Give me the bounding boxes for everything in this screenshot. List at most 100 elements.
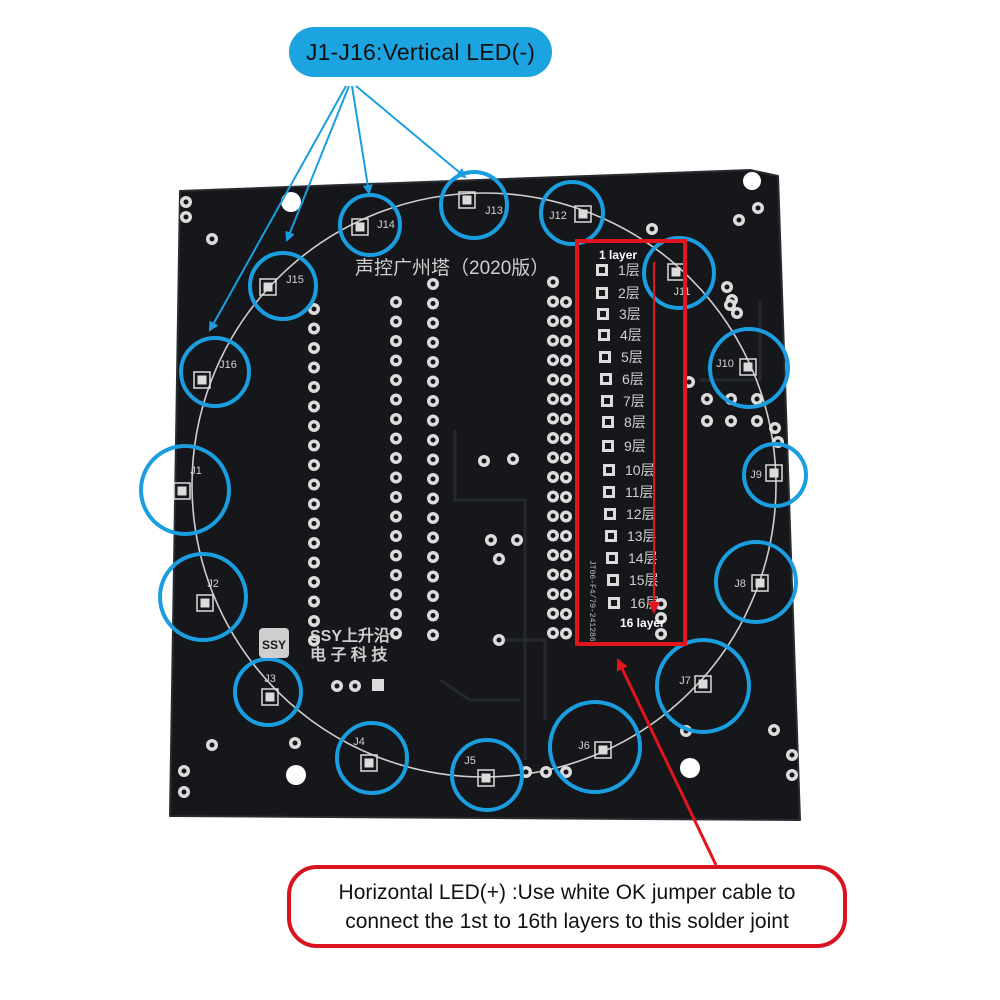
layer-label: 12层 [626,506,656,522]
jumper-label: J4 [353,736,365,748]
horizontal-led-callout: Horizontal LED(+) :Use white OK jumper c… [287,865,847,948]
brand-logo: SSY SSY上升沿 电 子 科 技 [259,627,390,664]
jumper-pad-j15: J15 [259,274,304,296]
jumper-pad-j13: J13 [458,191,503,217]
layer-label: 8层 [624,414,646,430]
layer-label: 2层 [618,285,640,301]
brand-logo-mark: SSY [262,638,286,652]
horizontal-led-callout-line1: Horizontal LED(+) :Use white OK jumper c… [338,880,796,904]
header-pins [178,196,798,798]
jumper-pad-j12: J12 [549,205,592,223]
jumper-pad-j3: J3 [261,673,279,706]
highlight-circle-j3 [233,657,303,727]
layer-pads: 1层 2层 3层 4层 5层 6层 7层 8层 9层 10层 11层 12层 13层 14层 15层 16层 [596,262,660,611]
jumper-label: J14 [377,219,395,231]
layer-label: 4层 [620,327,642,343]
layer-highlight-box [575,239,687,646]
layer-label: 10层 [625,462,655,478]
mounting-holes [281,172,761,785]
layer-pad-11: 11层 [603,484,654,500]
jumper-label: J9 [750,469,762,481]
jumper-pad-j9: J9 [750,464,783,482]
highlight-circle-j2 [158,552,248,642]
jumper-label: J15 [286,274,304,286]
jumper-label: J7 [679,675,691,687]
part-code: JT06-F4/79-241286 [587,560,596,642]
layer-label: 16层 [630,595,660,611]
jumper-label: J16 [219,359,237,371]
layer-pad-9: 9层 [602,438,646,454]
layer-pad-10: 10层 [603,462,655,478]
layer-label: 11层 [625,484,654,500]
highlight-circle-j4 [335,721,409,795]
layer-pad-8: 8层 [602,414,646,430]
highlight-circle-j8 [714,540,798,624]
layer-pad-7: 7层 [601,393,645,409]
highlight-circle-j11 [642,236,716,310]
layer-label: 13层 [627,528,657,544]
jumper-pad-j7: J7 [679,675,712,693]
layer-pad-3: 3层 [597,306,641,322]
layer-label: 1层 [618,262,640,278]
highlight-circle-j10 [708,327,790,409]
horizontal-led-leader [616,658,718,866]
jumper-label: J3 [264,673,276,685]
jumper-pad-j8: J8 [734,574,769,592]
layer-label: 15层 [629,572,659,588]
square-pad [372,679,384,691]
jumper-pad-j10: J10 [716,358,757,376]
brand-subtitle: 电 子 科 技 [310,645,388,664]
jumper-label: J11 [674,286,691,298]
layer-pad-14: 14层 [606,550,658,566]
highlight-circle-j6 [548,700,642,794]
layer-top-label: 1 layer [599,248,637,262]
highlight-circle-j9 [742,442,808,508]
vertical-led-callout: J1-J16:Vertical LED(-) [289,27,552,77]
layer-pad-1: 1层 [596,262,640,278]
jumper-pad-j16: J16 [193,359,237,389]
jumper-highlight-circles [139,170,808,812]
layer-pad-13: 13层 [605,528,657,544]
layer-label: 6层 [622,371,644,387]
horizontal-led-callout-line2: connect the 1st to 16th layers to this s… [345,909,789,933]
jumper-label: J1 [190,465,202,477]
layer-pad-6: 6层 [600,371,644,387]
jumper-pad-j6: J6 [578,740,612,759]
jumper-label: J10 [716,358,734,370]
vertical-led-callout-text: J1-J16:Vertical LED(-) [305,38,536,65]
jumper-pad-j5: J5 [464,755,495,787]
jumper-label: J6 [578,740,590,752]
highlight-circle-j7 [655,638,751,734]
layer-label: 7层 [623,393,645,409]
jumper-label: J2 [207,578,219,590]
board-title: 声控广州塔（2020版） [355,257,549,279]
layer-label: 3层 [619,306,641,322]
jumper-label: J13 [485,205,503,217]
layer-pad-5: 5层 [599,349,643,365]
jumper-pad-j1: J1 [173,465,202,500]
jumper-label: J8 [734,578,746,590]
brand-name: SSY上升沿 [310,627,390,645]
jumper-label: J12 [549,210,567,222]
layer-label: 14层 [628,550,658,566]
highlight-circle-j1 [139,444,231,536]
layer-pad-2: 2层 [596,285,640,301]
layer-bottom-label: 16 layer [620,616,665,630]
layer-pad-15: 15层 [607,572,659,588]
layer-label: 5层 [621,349,643,365]
layer-pad-16: 16层 [608,595,660,611]
jumper-pad-j14: J14 [351,218,395,236]
layer-pad-12: 12层 [604,506,656,522]
highlight-circle-j15 [248,251,318,321]
highlight-circle-j12 [539,180,605,246]
highlight-circle-j5 [450,738,524,812]
highlight-circle-j13 [439,170,509,240]
pcb-board [169,169,801,821]
highlight-circle-j14 [338,193,402,257]
layer-pad-4: 4层 [598,327,642,343]
highlight-circle-j16 [179,336,251,408]
jumper-label: J5 [464,755,476,767]
pcb-traces [439,300,762,760]
